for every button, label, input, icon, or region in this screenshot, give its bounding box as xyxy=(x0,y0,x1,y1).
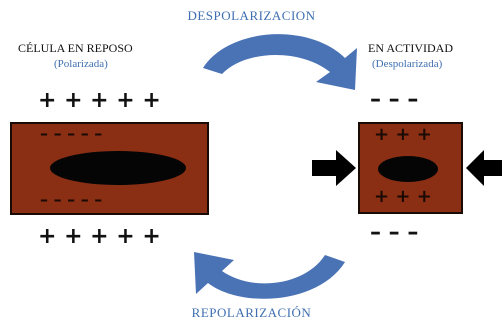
rest-nucleus xyxy=(50,151,186,185)
active-inner-top-charges: + + + xyxy=(374,124,432,145)
depolarization-arrow-icon xyxy=(203,34,357,90)
rest-cell-subtitle: (Polarizada) xyxy=(54,58,108,70)
stimulus-arrow-left-icon xyxy=(312,150,356,186)
rest-outer-top-charges: + + + + + xyxy=(38,88,161,113)
active-inner-bottom-charges: + + + xyxy=(374,186,432,207)
rest-cell-membrane: – – – – – – – – – – xyxy=(10,122,209,215)
rest-outer-bottom-charges: + + + + + xyxy=(38,224,161,249)
depolarization-label: DESPOLARIZACION xyxy=(187,8,316,23)
active-cell-subtitle: (Despolarizada) xyxy=(372,58,443,70)
repolarization-label: REPOLARIZACIÓN xyxy=(191,305,312,320)
active-outer-bottom-charges: – – – xyxy=(370,220,419,245)
active-cell-title: EN ACTIVIDAD xyxy=(368,41,453,55)
active-nucleus xyxy=(378,156,438,182)
rest-inner-top-charges: – – – – – xyxy=(40,124,103,143)
active-outer-top-charges: – – – xyxy=(370,87,419,112)
active-cell-membrane: + + + + + + xyxy=(358,122,463,214)
rest-inner-bottom-charges: – – – – – xyxy=(40,190,103,209)
rest-cell-title: CÉLULA EN REPOSO xyxy=(18,41,133,55)
repolarization-arrow-icon xyxy=(194,252,345,299)
stimulus-arrow-right-icon xyxy=(466,150,502,186)
